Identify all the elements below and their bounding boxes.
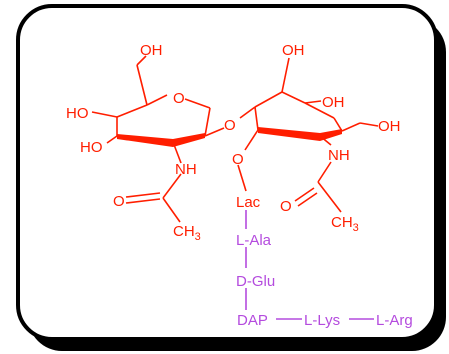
left-ring-oxygen-label: O [173,90,185,107]
left-ho-bottom-label: HO [80,139,103,156]
lac-label: Lac [236,194,261,211]
right-carbonyl-o-label: O [280,198,292,215]
left-ch3-label: CH3 [173,223,201,243]
left-carbonyl-o-label: O [113,193,125,210]
right-ring-wedge [258,127,342,141]
left-sugar-ring [91,55,225,223]
l-lys-label: L-Lys [304,312,340,329]
right-nh-label: NH [328,147,350,164]
dap-label: DAP [237,312,268,329]
right-ch2oh-label: OH [282,42,305,59]
l-ala-label: L-Ala [236,232,272,249]
left-ch2oh-label: OH [140,42,163,59]
right-oh-right-label: OH [378,118,401,135]
l-arg-label: L-Arg [376,312,413,329]
left-ho-top-label: HO [66,105,89,122]
d-glu-label: D-Glu [236,273,275,290]
peptide-bonds [245,210,374,320]
frame [16,4,438,341]
o-to-lac-bond [237,164,247,192]
right-ch3-label: CH3 [331,214,359,234]
right-o-link-label: O [232,151,244,168]
right-oh-mid-label: OH [322,94,345,111]
glycosidic-oxygen-label: O [224,117,236,134]
left-nh-label: NH [175,161,197,178]
left-ring-wedge [117,133,205,147]
